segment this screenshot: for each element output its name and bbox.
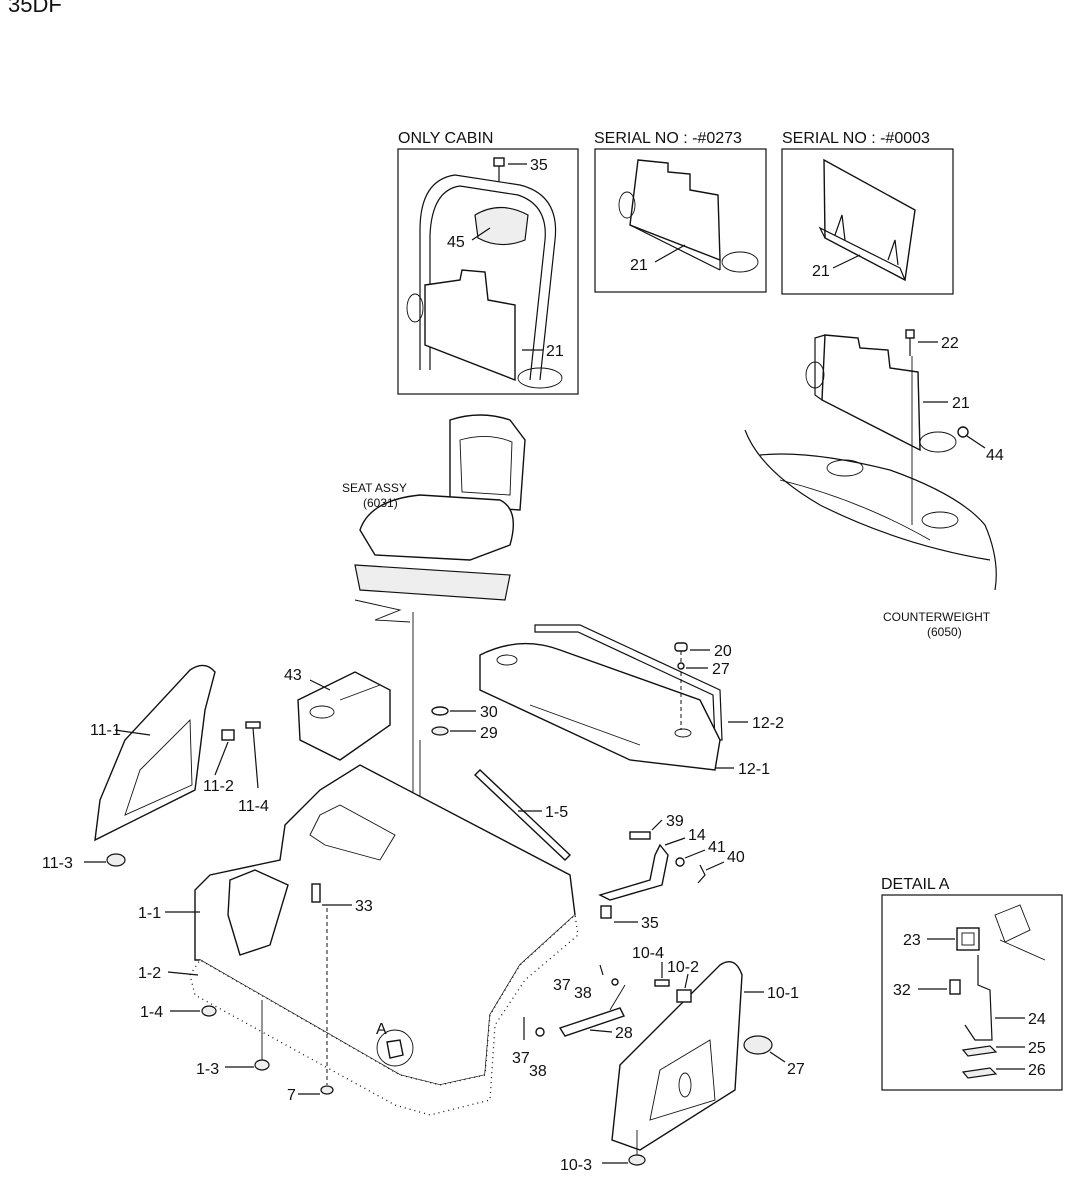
counterweight-bracket: 22 21 44 bbox=[805, 329, 1004, 525]
callout-11-1: 11-1 bbox=[90, 722, 121, 739]
callout-11-3: 11-3 bbox=[42, 855, 73, 872]
callout-27-top: 27 bbox=[712, 661, 730, 678]
callout-35-mid: 35 bbox=[641, 915, 659, 932]
floor-cover-assembly: 1-1 1-2 1-4 1-3 7 33 A bbox=[138, 764, 579, 1116]
counterweight: COUNTERWEIGHT (6050) bbox=[744, 429, 997, 639]
callout-29: 29 bbox=[480, 725, 498, 742]
callout-44: 44 bbox=[986, 447, 1004, 464]
serial-0003-panel: SERIAL NO : -#0003 21 bbox=[781, 130, 954, 295]
serial-0273-panel: SERIAL NO : -#0273 21 bbox=[594, 130, 767, 293]
callout-37-a: 37 bbox=[553, 977, 571, 994]
callout-21-cabin: 21 bbox=[546, 343, 564, 360]
lever-linkage: 39 14 41 40 35 bbox=[598, 813, 745, 932]
counterweight-label: COUNTERWEIGHT bbox=[883, 610, 991, 624]
callout-25: 25 bbox=[1028, 1040, 1046, 1057]
detail-a-panel: DETAIL A 23 32 24 25 26 bbox=[881, 876, 1063, 1091]
callout-21-serial-2: 21 bbox=[812, 263, 830, 280]
callout-11-2: 11-2 bbox=[203, 778, 234, 795]
callout-10-1: 10-1 bbox=[767, 985, 799, 1002]
strip-1-5: 1-5 bbox=[473, 769, 572, 861]
callout-38-a: 38 bbox=[574, 985, 592, 1002]
callout-10-3: 10-3 bbox=[560, 1157, 592, 1174]
detail-a-marker: A bbox=[376, 1021, 387, 1038]
callout-41: 41 bbox=[708, 839, 726, 856]
callout-26: 26 bbox=[1028, 1062, 1046, 1079]
console-43: 43 bbox=[284, 667, 391, 761]
only-cabin-header: ONLY CABIN bbox=[398, 130, 493, 147]
callout-28: 28 bbox=[615, 1025, 633, 1042]
rear-cover: 12-2 12-1 20 27 bbox=[479, 624, 784, 778]
callout-20: 20 bbox=[714, 643, 732, 660]
callout-21-serial-1: 21 bbox=[630, 257, 648, 274]
only-cabin-panel: ONLY CABIN 35 45 21 bbox=[397, 130, 579, 395]
callout-40: 40 bbox=[727, 849, 745, 866]
callout-1-1: 1-1 bbox=[138, 905, 161, 922]
callout-32: 32 bbox=[893, 982, 911, 999]
callout-10-2: 10-2 bbox=[667, 959, 699, 976]
callout-21-counterweight: 21 bbox=[952, 395, 970, 412]
callout-1-4: 1-4 bbox=[140, 1004, 163, 1021]
seat-assy-label: SEAT ASSY bbox=[342, 481, 407, 495]
callout-1-2: 1-2 bbox=[138, 965, 161, 982]
callout-33: 33 bbox=[355, 898, 373, 915]
callout-14: 14 bbox=[688, 827, 706, 844]
callout-27-bottom: 27 bbox=[787, 1061, 805, 1078]
callout-11-4: 11-4 bbox=[238, 798, 269, 815]
callout-12-2: 12-2 bbox=[752, 715, 784, 732]
callout-23: 23 bbox=[903, 932, 921, 949]
callout-39: 39 bbox=[666, 813, 684, 830]
callout-10-4: 10-4 bbox=[632, 945, 664, 962]
callout-43: 43 bbox=[284, 667, 302, 684]
serial-0003-header: SERIAL NO : -#0003 bbox=[782, 130, 930, 147]
left-side-panel: 11-1 11-2 11-4 11-3 bbox=[42, 664, 269, 872]
gas-spring: 37 38 28 37 38 bbox=[512, 964, 633, 1080]
callout-22: 22 bbox=[941, 335, 959, 352]
callout-37-b: 37 bbox=[512, 1050, 530, 1067]
serial-0273-header: SERIAL NO : -#0273 bbox=[594, 130, 742, 147]
callout-30: 30 bbox=[480, 704, 498, 721]
right-side-panel: 10-4 10-2 10-1 27 10-3 bbox=[560, 945, 805, 1174]
callout-7: 7 bbox=[287, 1087, 296, 1104]
callout-45: 45 bbox=[447, 234, 465, 251]
callout-35-top: 35 bbox=[530, 157, 548, 174]
counterweight-code: (6050) bbox=[927, 625, 962, 639]
callout-1-5: 1-5 bbox=[545, 804, 568, 821]
seat-assembly: SEAT ASSY (6031) bbox=[342, 414, 526, 950]
seat-assy-code: (6031) bbox=[363, 496, 398, 510]
callout-24: 24 bbox=[1028, 1011, 1046, 1028]
callout-38-b: 38 bbox=[529, 1063, 547, 1080]
callout-1-3: 1-3 bbox=[196, 1061, 219, 1078]
callout-12-1: 12-1 bbox=[738, 761, 770, 778]
detail-a-header: DETAIL A bbox=[881, 876, 950, 893]
page-title: 35DF bbox=[8, 0, 62, 17]
